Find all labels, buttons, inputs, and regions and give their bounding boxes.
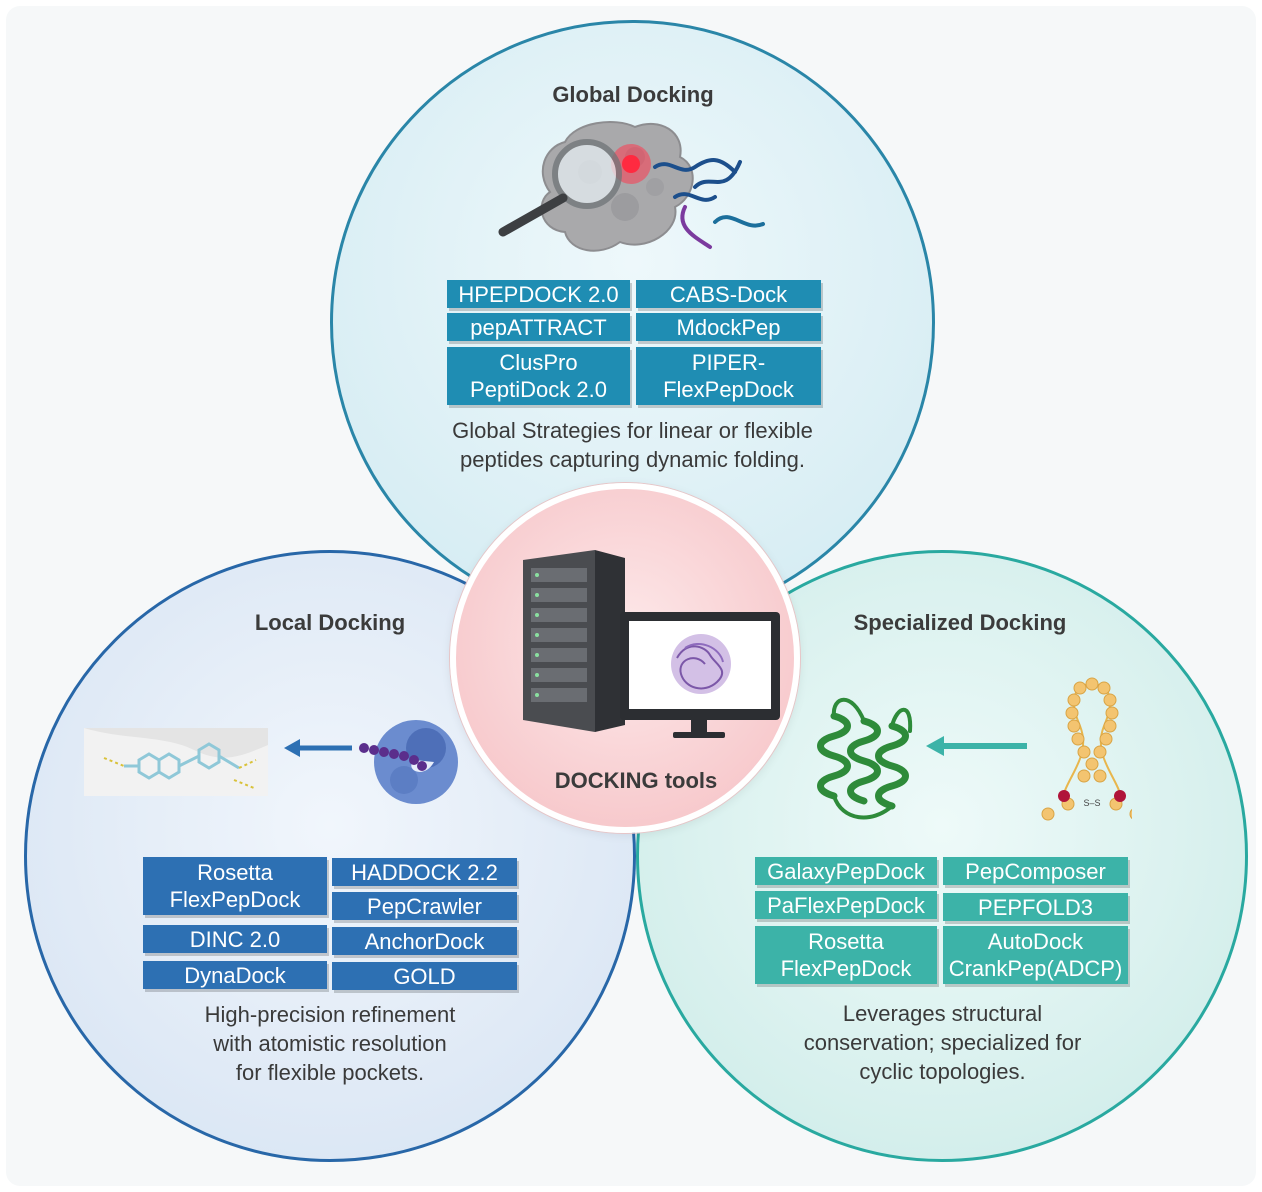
disulfide-bond-label: S–S — [1083, 798, 1100, 808]
monitor-icon — [620, 612, 780, 738]
arrow-left-icon — [284, 739, 352, 757]
cyclic-peptide-icon: S–S — [1041, 677, 1132, 821]
tool-paflexpepdock: PaFlexPepDock — [755, 891, 937, 919]
tool-pepcomposer: PepComposer — [943, 857, 1128, 885]
specialized-caption: Leverages structural conservation; speci… — [803, 1001, 1082, 1084]
global-caption: Global Strategies for linear or flexible… — [452, 418, 813, 472]
tool-dinc: DINC 2.0 — [143, 925, 327, 953]
tool-cluspro-peptidock: ClusPro PeptiDock 2.0 — [447, 347, 630, 405]
tool-cabs-dock: CABS-Dock — [636, 280, 821, 308]
tool-mdockpep: MdockPep — [636, 313, 821, 341]
tool-galaxypepdock: GalaxyPepDock — [755, 857, 937, 885]
arrow-left-icon — [926, 736, 1027, 756]
tool-piper-flexpepdock: PIPER- FlexPepDock — [636, 347, 821, 405]
server-tower-icon — [523, 550, 625, 732]
protein-structure-icon — [671, 634, 731, 694]
global-docking-title: Global Docking — [552, 82, 714, 107]
specialized-docking-title: Specialized Docking — [853, 610, 1067, 635]
tool-autodock-crankpep: AutoDock CrankPep(ADCP) — [943, 926, 1128, 984]
local-illustration — [84, 720, 458, 804]
center-label: DOCKING tools — [554, 768, 718, 793]
specialized-illustration: S–S — [817, 677, 1132, 821]
tool-haddock: HADDOCK 2.2 — [332, 858, 517, 886]
local-caption: High-precision refinement with atomistic… — [204, 1002, 456, 1085]
local-docking-title: Local Docking — [254, 610, 406, 635]
specialized-docking-circle — [636, 550, 1248, 1162]
peptide-strands-icon — [653, 158, 765, 249]
center-illustration — [523, 550, 780, 738]
tool-pepattract: pepATTRACT — [447, 313, 630, 341]
tool-rosetta-flexpepdock-specialized: Rosetta FlexPepDock — [755, 926, 937, 984]
enzyme-peptide-icon — [359, 720, 458, 804]
helix-bundle-icon — [817, 697, 913, 820]
tool-pepfold3: PEPFOLD3 — [943, 893, 1128, 921]
tool-rosetta-flexpepdock-local: Rosetta FlexPepDock — [143, 857, 327, 915]
global-illustration — [498, 121, 765, 252]
magnifier-icon — [498, 139, 622, 237]
tool-dynadock: DynaDock — [143, 961, 327, 989]
tool-hpepdock: HPEPDOCK 2.0 — [447, 280, 630, 308]
pocket-ligand-icon — [84, 728, 268, 796]
tool-anchordock: AnchorDock — [332, 927, 517, 955]
tool-pepcrawler: PepCrawler — [332, 892, 517, 920]
tool-gold: GOLD — [332, 962, 517, 990]
